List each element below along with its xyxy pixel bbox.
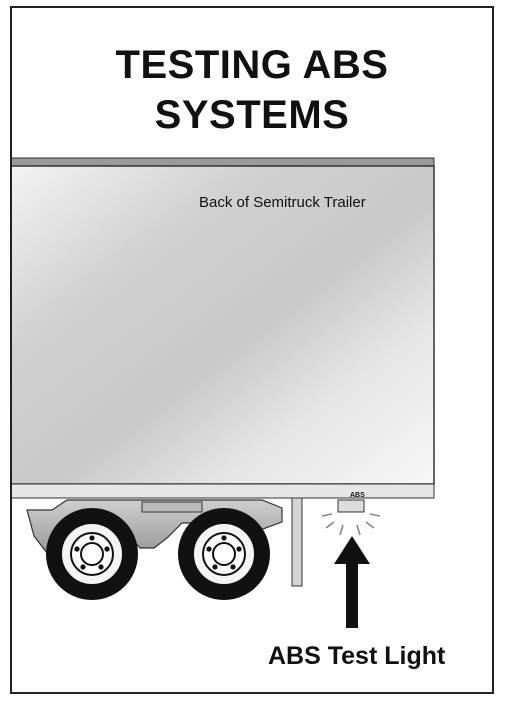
title-line-2: SYSTEMS: [154, 93, 350, 137]
diagram-frame: TESTING ABS SYSTEMS Back of Semitruck Tr…: [10, 6, 494, 694]
trailer-label: Back of Semitruck Trailer: [199, 194, 366, 211]
title-line-1: TESTING ABS: [115, 43, 389, 87]
abs-light-label: ABS: [350, 492, 365, 499]
tire-right: [178, 508, 270, 600]
page-title: TESTING ABS SYSTEMS: [12, 40, 492, 140]
trailer-body: [12, 165, 435, 485]
abs-light-housing: [337, 499, 365, 513]
light-glow-rays: [321, 513, 381, 536]
arrow-up-icon: [334, 536, 370, 628]
trailer-roof-rail: [12, 157, 435, 167]
support-leg: [291, 497, 303, 587]
trailer-illustration: [12, 157, 435, 628]
trailer-bumper: [12, 483, 435, 499]
tire-left: [46, 508, 138, 600]
abs-test-light-callout: ABS Test Light: [268, 642, 446, 670]
